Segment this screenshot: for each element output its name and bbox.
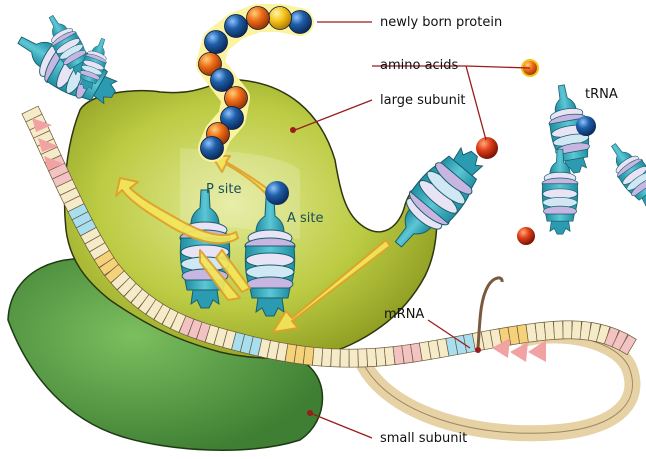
codon-segment (562, 320, 573, 340)
amino-acid-bead (204, 30, 228, 54)
amino-acid-bead (224, 86, 248, 110)
codon-segment (348, 348, 359, 368)
label-p-site: P site (206, 182, 241, 197)
mrna-direction-marks-left (32, 118, 64, 170)
amino-acid-bead (198, 52, 222, 76)
amino-acid-free-blue (576, 116, 596, 136)
amino-acid-bead (224, 14, 248, 38)
codon-segment (618, 334, 637, 356)
movement-arrows (115, 155, 391, 333)
amino-acid-bead (210, 68, 234, 92)
codon-segment (543, 321, 556, 341)
amino-acid-bead (268, 6, 292, 30)
codon-segment (357, 348, 368, 368)
mrna-direction-marks-right (492, 338, 546, 362)
large-subunit-marker (290, 127, 296, 133)
small-subunit-marker (307, 410, 313, 416)
amino-acid-bead (246, 6, 270, 30)
amino-acid-bead (200, 136, 224, 160)
codon-segment (321, 347, 333, 368)
codon-segment (553, 320, 564, 340)
mrna-tail (476, 276, 504, 349)
mrna-marker (475, 347, 481, 353)
leader-lines (294, 21, 531, 439)
newly-born-protein-chain (196, 4, 314, 162)
amino-acid-bead (288, 10, 312, 34)
codon-segment (366, 347, 378, 368)
label-trna: tRNA (585, 87, 618, 102)
label-large-subunit: large subunit (380, 93, 466, 108)
trna-free-right (600, 135, 646, 212)
label-small-subunit: small subunit (380, 431, 467, 446)
amino-acid-a-site (265, 181, 289, 205)
codon-segment (312, 346, 324, 367)
trna-incoming (378, 137, 495, 262)
label-a-site: A site (287, 211, 324, 226)
amino-acid-free-red (517, 227, 535, 245)
label-amino-acids: amino acids (380, 58, 459, 73)
mrna-strand (21, 105, 641, 442)
label-mrna: mRNA (384, 307, 424, 322)
codon-segment (330, 348, 341, 368)
codon-segment (339, 348, 350, 368)
amino-acid-incoming (476, 137, 498, 159)
label-newly-born-protein: newly born protein (380, 15, 502, 30)
amino-acid-bead (220, 106, 244, 130)
